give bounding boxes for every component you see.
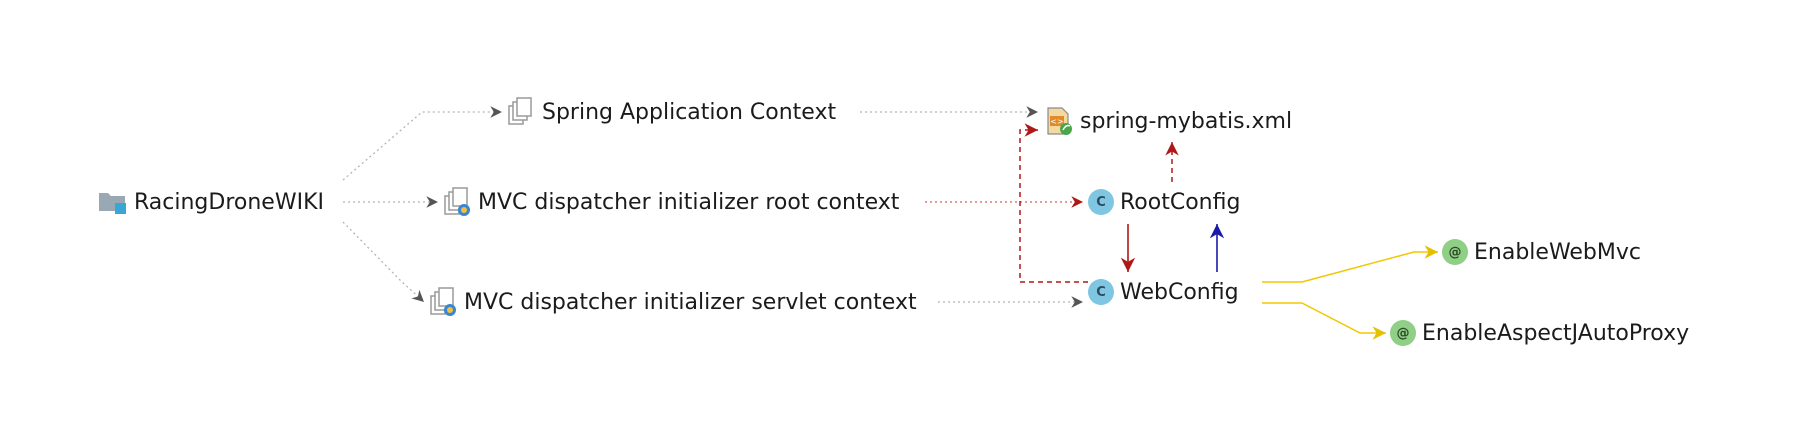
node-label: Spring Application Context xyxy=(542,99,837,125)
edge-webconfig-to-mybatis xyxy=(1019,123,1088,283)
node-label: MVC dispatcher initializer servlet conte… xyxy=(464,289,917,315)
xml-config-icon: <> xyxy=(1044,106,1074,136)
edge-project-to-spring-app-context xyxy=(342,106,502,181)
node-label: WebConfig xyxy=(1120,279,1239,305)
edge-webconfig-to-enablewebmvc xyxy=(1262,245,1438,283)
edge-project-to-mvc-servlet-context xyxy=(342,221,425,303)
node-webconfig[interactable]: C WebConfig xyxy=(1088,279,1239,305)
annotation-icon: @ xyxy=(1442,239,1468,265)
folder-icon xyxy=(98,189,128,215)
node-enablewebmvc[interactable]: @ EnableWebMvc xyxy=(1442,239,1641,265)
class-icon: C xyxy=(1088,279,1114,305)
node-rootconfig[interactable]: C RootConfig xyxy=(1088,189,1240,215)
node-racingdronewiki[interactable]: RacingDroneWIKI xyxy=(98,189,324,215)
edge-webconfig-to-enableaspectj xyxy=(1262,302,1386,340)
web-context-icon xyxy=(442,187,472,217)
node-label: RacingDroneWIKI xyxy=(134,189,324,215)
node-label: MVC dispatcher initializer root context xyxy=(478,189,900,215)
node-mvc-servlet-context[interactable]: MVC dispatcher initializer servlet conte… xyxy=(428,287,917,317)
node-enableaspectjautoproxy[interactable]: @ EnableAspectJAutoProxy xyxy=(1390,320,1689,346)
context-stack-icon xyxy=(506,97,536,127)
node-label: RootConfig xyxy=(1120,189,1241,215)
class-icon: C xyxy=(1088,189,1114,215)
node-mvc-root-context[interactable]: MVC dispatcher initializer root context xyxy=(442,187,899,217)
web-context-icon xyxy=(428,287,458,317)
svg-text:<>: <> xyxy=(1050,117,1063,126)
node-label: EnableWebMvc xyxy=(1474,239,1641,265)
node-label: spring-mybatis.xml xyxy=(1080,108,1293,134)
node-spring-mybatis-xml[interactable]: <> spring-mybatis.xml xyxy=(1044,106,1292,136)
annotation-icon: @ xyxy=(1390,320,1416,346)
node-label: EnableAspectJAutoProxy xyxy=(1422,320,1690,346)
node-spring-application-context[interactable]: Spring Application Context xyxy=(506,97,836,127)
